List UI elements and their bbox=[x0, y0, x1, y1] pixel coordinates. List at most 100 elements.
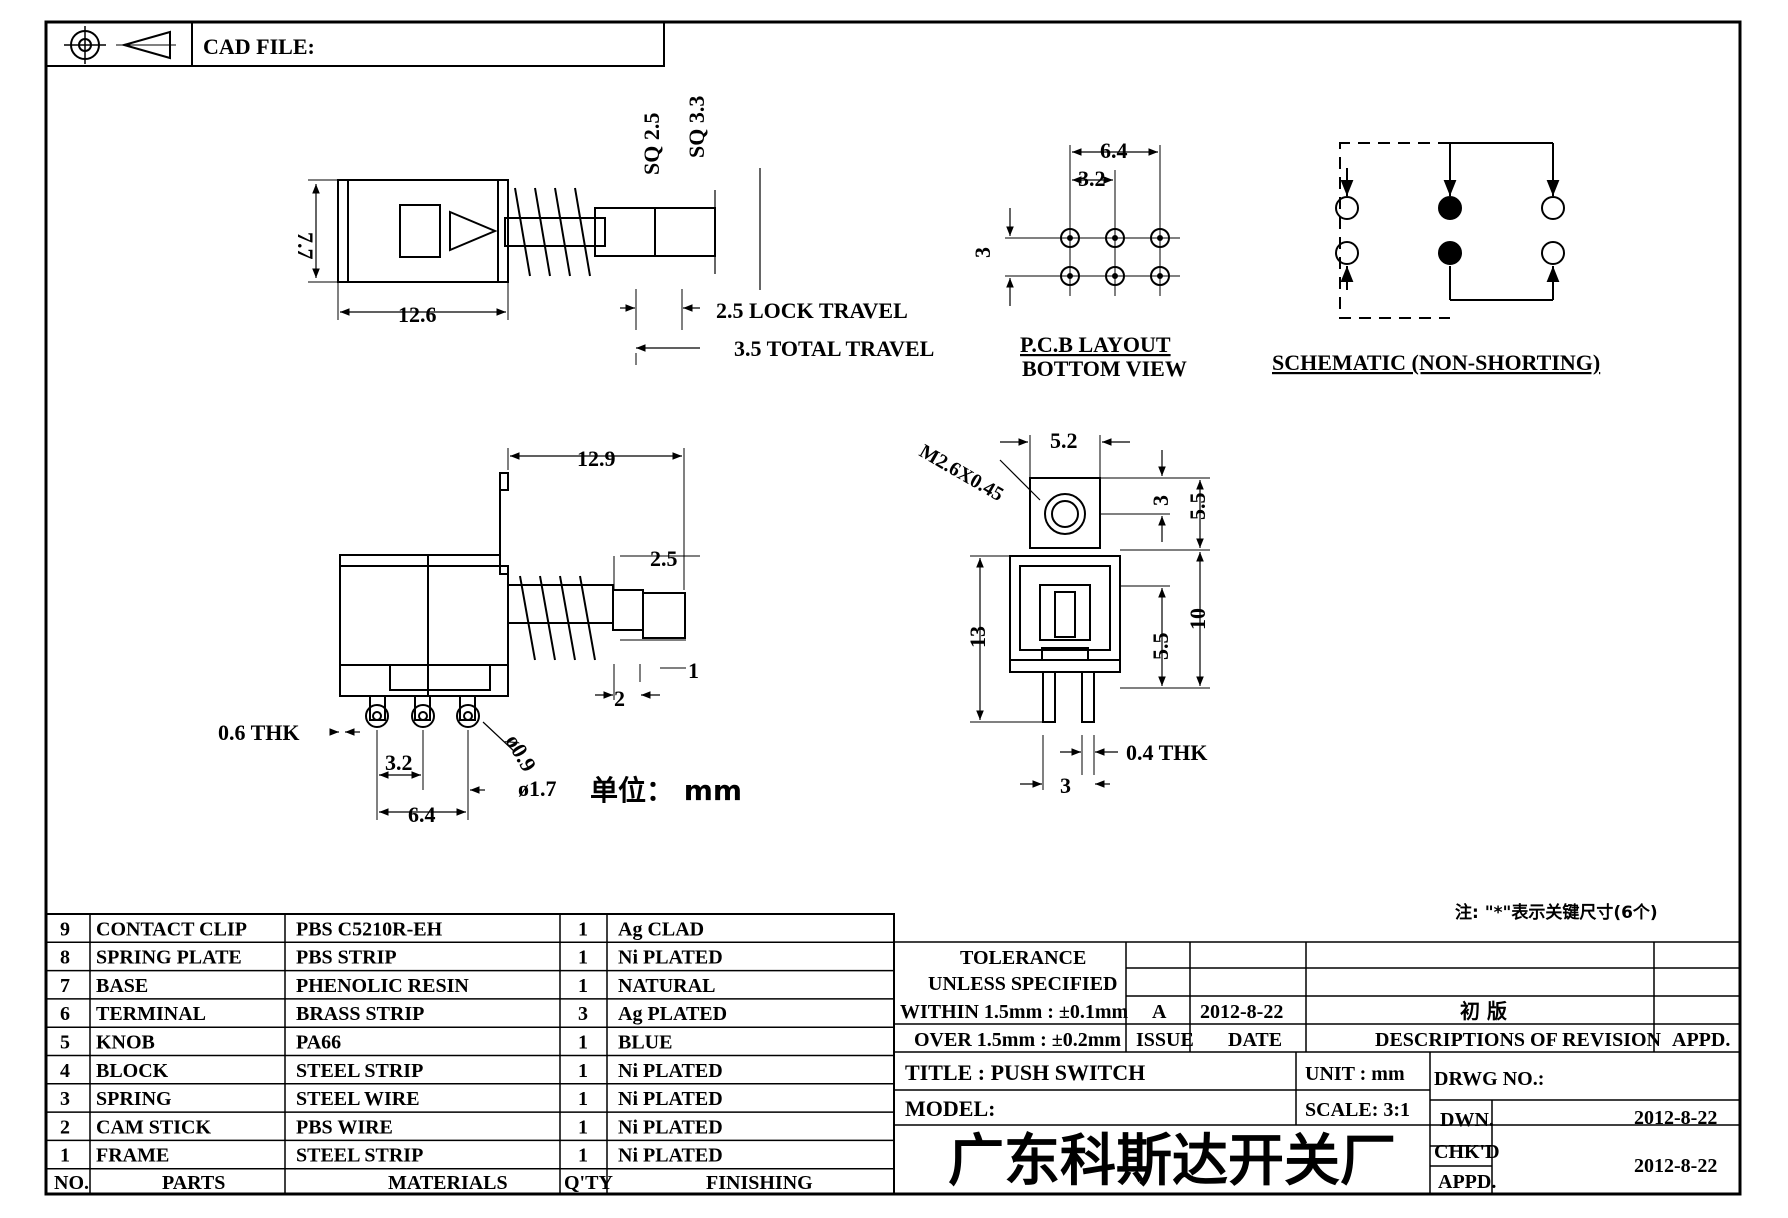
pcb-layout bbox=[1005, 145, 1180, 306]
bom-cell-part: CAM STICK bbox=[96, 1116, 211, 1138]
bom-cell-finish: Ni PLATED bbox=[618, 1088, 723, 1110]
bom-cell-qty: 1 bbox=[578, 1145, 588, 1167]
bom-cell-no: 8 bbox=[60, 947, 70, 969]
bom-cell-finish: NATURAL bbox=[618, 975, 715, 997]
dim-5-2: 5.2 bbox=[1050, 428, 1078, 453]
bom-cell-material: PHENOLIC RESIN bbox=[296, 975, 469, 997]
pcb-row-pitch: 3 bbox=[970, 247, 995, 258]
date-value: 2012-8-22 bbox=[1200, 1001, 1283, 1023]
projection-symbol-icon bbox=[64, 26, 176, 64]
bom-cell-qty: 3 bbox=[578, 1003, 588, 1025]
unless-specified-label: UNLESS SPECIFIED bbox=[928, 973, 1118, 995]
bom-cell-finish: Ag CLAD bbox=[618, 918, 704, 940]
bom-cell-finish: BLUE bbox=[618, 1032, 672, 1054]
chkd-label: CHK'D bbox=[1434, 1141, 1500, 1163]
bom-cell-finish: Ni PLATED bbox=[618, 1145, 723, 1167]
bom-cell-part: KNOB bbox=[96, 1032, 155, 1054]
tolerance-label: TOLERANCE bbox=[960, 947, 1086, 969]
lock-travel-label: 2.5 LOCK TRAVEL bbox=[716, 298, 908, 323]
dim-5-5-top: 5.5 bbox=[1185, 493, 1210, 521]
dim-pad: ø1.7 bbox=[518, 776, 557, 801]
dim-13: 13 bbox=[965, 626, 990, 648]
dim-sq-large: SQ 3.3 bbox=[684, 96, 709, 158]
dim-length: 12.6 bbox=[398, 302, 437, 327]
bom-cell-qty: 1 bbox=[578, 918, 588, 940]
bom-cell-part: BASE bbox=[96, 975, 148, 997]
company-name: 广东科斯达开关厂 bbox=[948, 1129, 1396, 1194]
schematic-title: SCHEMATIC (NON-SHORTING) bbox=[1272, 350, 1600, 375]
bom-cell-qty: 1 bbox=[578, 975, 588, 997]
bom-cell-material: PBS WIRE bbox=[296, 1116, 393, 1138]
bom-cell-qty: 1 bbox=[578, 947, 588, 969]
scale-field: SCALE: 3:1 bbox=[1305, 1099, 1410, 1121]
bom-header-finishing: FINISHING bbox=[706, 1172, 813, 1194]
schematic bbox=[1335, 142, 1565, 319]
cad-file-label: CAD FILE: bbox=[203, 34, 315, 59]
bom-cell-qty: 1 bbox=[578, 1116, 588, 1138]
appd-label: APPD. bbox=[1438, 1171, 1496, 1193]
bom-cell-no: 5 bbox=[60, 1032, 70, 1054]
bom-cell-material: STEEL STRIP bbox=[296, 1145, 423, 1167]
side-view bbox=[308, 168, 761, 365]
bom-cell-qty: 1 bbox=[578, 1032, 588, 1054]
bom-header-parts: PARTS bbox=[162, 1172, 225, 1194]
title-block bbox=[894, 941, 1740, 1194]
bom-cell-finish: Ni PLATED bbox=[618, 1060, 723, 1082]
dim-3-top: 3 bbox=[1148, 495, 1173, 506]
dim-2: 2 bbox=[614, 686, 625, 711]
dim-hole: ø0.9 bbox=[501, 730, 542, 776]
unit-label: 单位： mm bbox=[590, 774, 742, 807]
dim-thk-0-6: 0.6 THK bbox=[218, 720, 300, 745]
unit-field: UNIT : mm bbox=[1305, 1063, 1405, 1085]
dim-sq-small: SQ 2.5 bbox=[639, 113, 664, 175]
bom-cell-material: PA66 bbox=[296, 1032, 341, 1054]
bom-cell-part: TERMINAL bbox=[96, 1003, 206, 1025]
note-text: 注: "*"表示关键尺寸(6个) bbox=[1455, 902, 1658, 923]
pcb-pitch-outer: 6.4 bbox=[1100, 138, 1128, 163]
bom-table bbox=[45, 913, 895, 1195]
bom-cell-part: BLOCK bbox=[96, 1060, 169, 1082]
issue-header: ISSUE bbox=[1136, 1029, 1194, 1051]
dim-thread: M2.6X0.45 bbox=[916, 440, 1008, 506]
dwn-date: 2012-8-22 bbox=[1634, 1107, 1717, 1129]
bom-cell-qty: 1 bbox=[578, 1088, 588, 1110]
bom-cell-finish: Ni PLATED bbox=[618, 1116, 723, 1138]
dim-10: 10 bbox=[1185, 608, 1210, 630]
dim-pitch-3-2: 3.2 bbox=[385, 750, 413, 775]
pcb-layout-title: P.C.B LAYOUT bbox=[1020, 332, 1171, 357]
bom-header-no: NO. bbox=[54, 1172, 89, 1194]
bom-cell-no: 9 bbox=[60, 918, 70, 940]
bom-cell-finish: Ni PLATED bbox=[618, 947, 723, 969]
dim-3-bottom: 3 bbox=[1060, 773, 1071, 798]
bom-cell-part: SPRING bbox=[96, 1088, 172, 1110]
chk-date: 2012-8-22 bbox=[1634, 1155, 1717, 1177]
tolerance-over: OVER 1.5mm : ±0.2mm bbox=[914, 1029, 1121, 1051]
description-header: DESCRIPTIONS OF REVISION bbox=[1375, 1029, 1662, 1051]
appd-header: APPD. bbox=[1672, 1029, 1730, 1051]
bom-cell-material: STEEL WIRE bbox=[296, 1088, 420, 1110]
bom-cell-material: PBS STRIP bbox=[296, 947, 397, 969]
drawing-number-label: DRWG NO.: bbox=[1434, 1068, 1544, 1090]
date-header: DATE bbox=[1228, 1029, 1282, 1051]
pcb-layout-subtitle: BOTTOM VIEW bbox=[1022, 356, 1187, 381]
bom-cell-no: 7 bbox=[60, 975, 70, 997]
bom-header-qty: Q'TY bbox=[564, 1172, 613, 1194]
bom-cell-material: STEEL STRIP bbox=[296, 1060, 423, 1082]
dim-height: 7.7 bbox=[293, 232, 318, 260]
pcb-pitch-inner: 3.2 bbox=[1078, 166, 1106, 191]
bom-cell-material: BRASS STRIP bbox=[296, 1003, 424, 1025]
bom-cell-no: 4 bbox=[60, 1060, 70, 1082]
dim-5-5-bottom: 5.5 bbox=[1148, 633, 1173, 661]
revision-description: 初 版 bbox=[1460, 999, 1507, 1023]
dim-thk-0-4: 0.4 THK bbox=[1126, 740, 1208, 765]
bom-cell-part: FRAME bbox=[96, 1145, 169, 1167]
bom-cell-material: PBS C5210R-EH bbox=[296, 918, 443, 940]
bom-cell-finish: Ag PLATED bbox=[618, 1003, 727, 1025]
model-label: MODEL: bbox=[905, 1096, 995, 1121]
dwn-label: DWN. bbox=[1440, 1109, 1494, 1131]
bom-cell-qty: 1 bbox=[578, 1060, 588, 1082]
bom-cell-no: 6 bbox=[60, 1003, 70, 1025]
dim-1: 1 bbox=[688, 658, 699, 683]
dim-plunger-2-5: 2.5 bbox=[650, 546, 678, 571]
